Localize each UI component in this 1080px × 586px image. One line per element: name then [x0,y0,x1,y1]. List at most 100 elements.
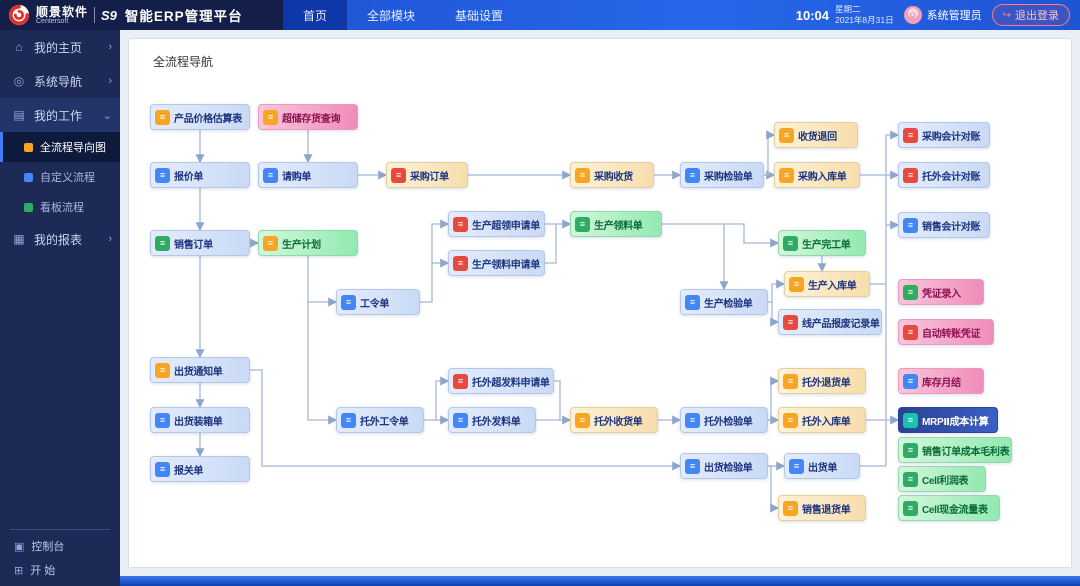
flow-node-label: 库存月结 [922,377,961,389]
document-icon: ≡ [155,362,170,378]
logo-text: 顺景软件 Centersoft [36,6,88,25]
flow-node-sales-order[interactable]: ≡销售订单 [150,230,250,256]
flow-node-purchase-request[interactable]: ≡请购单 [258,162,358,188]
flow-node-outsource-instock[interactable]: ≡托外入库单 [778,407,866,433]
flow-node-outsource-issue[interactable]: ≡托外发料单 [448,407,536,433]
user-menu[interactable]: ☺ 系统管理员 [903,6,982,24]
sidebar-item-report[interactable]: ▦ 我的报表 › [0,222,120,256]
custom-flow-icon [24,172,33,182]
document-icon: ≡ [783,500,798,516]
flow-node-purchase-inspection[interactable]: ≡ 采购检验单 [680,162,764,188]
clock: 10:04 星期二 2021年8月31日 [796,4,894,26]
chevron-icon: › [108,75,112,87]
flow-node-outsource-return[interactable]: ≡托外退货单 [778,368,866,394]
document-icon: ≡ [903,217,918,233]
document-icon: ≡ [903,284,918,300]
flow-node-label: 生产完工单 [802,239,851,251]
flow-node-label: Cell利润表 [922,475,969,487]
sidebar-item-briefcase[interactable]: ▤我的工作⌄ [0,98,120,132]
flow-node-purchase-instock[interactable]: ≡采购入库单 [774,162,860,188]
sidebar-item-kanban-flow[interactable]: 看板流程 [0,192,120,222]
sidebar-item-home[interactable]: ⌂我的主页› [0,30,120,64]
flow-node-label: 生产入库单 [808,280,857,292]
document-icon: ≡ [903,127,918,143]
flow-node-mrp2-cost-calc[interactable]: ≡MRPⅡ成本计算 [898,407,998,433]
nav-tab-all-modules[interactable]: 全部模块 [367,8,416,23]
flow-node-label: 采购检验单 [704,171,753,183]
flow-node-label: 销售订单成本毛利表 [922,446,1010,458]
nav-tab-basic-settings[interactable]: 基础设置 [455,8,504,23]
flow-node-label: 托外超发料申请单 [472,377,550,389]
flow-node-auto-transfer-voucher[interactable]: ≡自动转账凭证 [898,319,994,345]
flow-node-shipment-order[interactable]: ≡出货单 [784,453,860,479]
flow-node-receive-return[interactable]: ≡收货退回 [774,122,858,148]
start-label: 开 始 [30,565,56,577]
flow-node-label: 生产检验单 [704,298,753,310]
flow-node-production-plan[interactable]: ≡生产计划 [258,230,358,256]
flow-node-outsource-work-order[interactable]: ≡托外工令单 [336,407,424,433]
flow-node-prod-over-requisition[interactable]: ≡生产超领申请单 [448,211,545,237]
flow-node-prod-instock[interactable]: ≡生产入库单 [784,271,870,297]
report-icon: ▦ [13,232,25,246]
flow-node-sales-order-cost-profit[interactable]: ≡销售订单成本毛利表 [898,437,1012,463]
document-icon: ≡ [685,167,700,183]
flow-node-prod-material-issue[interactable]: ≡生产领料单 [570,211,662,237]
console-button[interactable]: ▣ 控制台 [0,534,120,558]
document-icon: ≡ [391,167,406,183]
flow-node-label: 采购会计对账 [922,131,981,143]
clock-weekday: 星期二 [835,3,861,14]
flow-node-prod-completion[interactable]: ≡生产完工单 [778,230,866,256]
flow-node-outsource-inspection[interactable]: ≡托外检验单 [680,407,768,433]
document-icon: ≡ [575,167,590,183]
flow-node-outsource-over-issue-request[interactable]: ≡托外超发料申请单 [448,368,554,394]
flow-node-cell-profit-sheet[interactable]: ≡Cell利润表 [898,466,986,492]
sidebar-item-compass[interactable]: ◎系统导航› [0,64,120,98]
flow-node-label: 托外收货单 [594,416,643,428]
sidebar-item-custom-flow[interactable]: 自定义流程 [0,162,120,192]
flow-node-label: 销售订单 [174,239,213,251]
flow-node-prod-inspection[interactable]: ≡ 生产检验单 [680,289,768,315]
flow-node-outsource-receive[interactable]: ≡托外收货单 [570,407,658,433]
flow-node-label: 出货检验单 [704,462,753,474]
flow-node-packing-list[interactable]: ≡出货装箱单 [150,407,250,433]
sidebar-footer: ▣ 控制台 ⊞ 开 始 [0,529,120,582]
flow-node-inventory-month-end[interactable]: ≡ 库存月结 [898,368,984,394]
flow-node-customs-declaration[interactable]: ≡报关单 [150,456,250,482]
flow-node-purchase-account[interactable]: ≡ 采购会计对账 [898,122,990,148]
flow-node-label: 生产超领申请单 [472,220,540,232]
document-icon: ≡ [789,458,804,474]
chevron-icon: › [108,233,112,245]
sidebar-item-label: 我的报表 [34,232,83,247]
flow-node-purchase-order[interactable]: ≡采购订单 [386,162,468,188]
flow-node-label: 销售会计对账 [922,221,981,233]
document-icon: ≡ [263,167,278,183]
document-icon: ≡ [341,294,356,310]
flow-node-voucher-entry[interactable]: ≡凭证录入 [898,279,984,305]
chevron-icon: › [108,41,112,53]
start-button[interactable]: ⊞ 开 始 [0,558,120,582]
flow-node-sales-account[interactable]: ≡ 销售会计对账 [898,212,990,238]
flow-node-cell-cashflow-sheet[interactable]: ≡Cell现金流量表 [898,495,1000,521]
flow-node-sales-return[interactable]: ≡销售退货单 [778,495,866,521]
document-icon: ≡ [155,109,170,125]
flow-node-quotation[interactable]: ≡报价单 [150,162,250,188]
flow-node-work-order[interactable]: ≡工令单 [336,289,420,315]
logout-button[interactable]: ↪ 退出登录 [991,4,1070,26]
flow-node-outsource-account[interactable]: ≡托外会计对账 [898,162,990,188]
document-icon: ≡ [685,294,700,310]
flow-node-label: 托外会计对账 [922,171,981,183]
flow-node-purchase-receive[interactable]: ≡采购收货 [570,162,654,188]
document-icon: ≡ [903,373,918,389]
flow-node-label: 产品价格估算表 [174,113,242,125]
flow-node-overstock-query[interactable]: ≡超储存货查询 [258,104,358,130]
flow-node-shipment-inspection[interactable]: ≡出货检验单 [680,453,768,479]
sidebar-item-flow-map[interactable]: 全流程导向图 [0,132,120,162]
flow-node-prod-material-request[interactable]: ≡生产领料申请单 [448,250,545,276]
flow-node-shipment-notice[interactable]: ≡出货通知单 [150,357,250,383]
flow-node-label: 托外退货单 [802,377,851,389]
flow-node-scrap-record[interactable]: ≡线产品报废记录单 [778,309,882,335]
flow-node-label: 生产计划 [282,239,321,251]
nav-tab-home[interactable]: 首页 [283,0,348,30]
flow-node-product-price-estimate[interactable]: ≡ 产品价格估算表 [150,104,250,130]
sidebar: ⌂我的主页›◎系统导航›▤我的工作⌄全流程导向图自定义流程看板流程▦我的报表› … [0,30,120,586]
